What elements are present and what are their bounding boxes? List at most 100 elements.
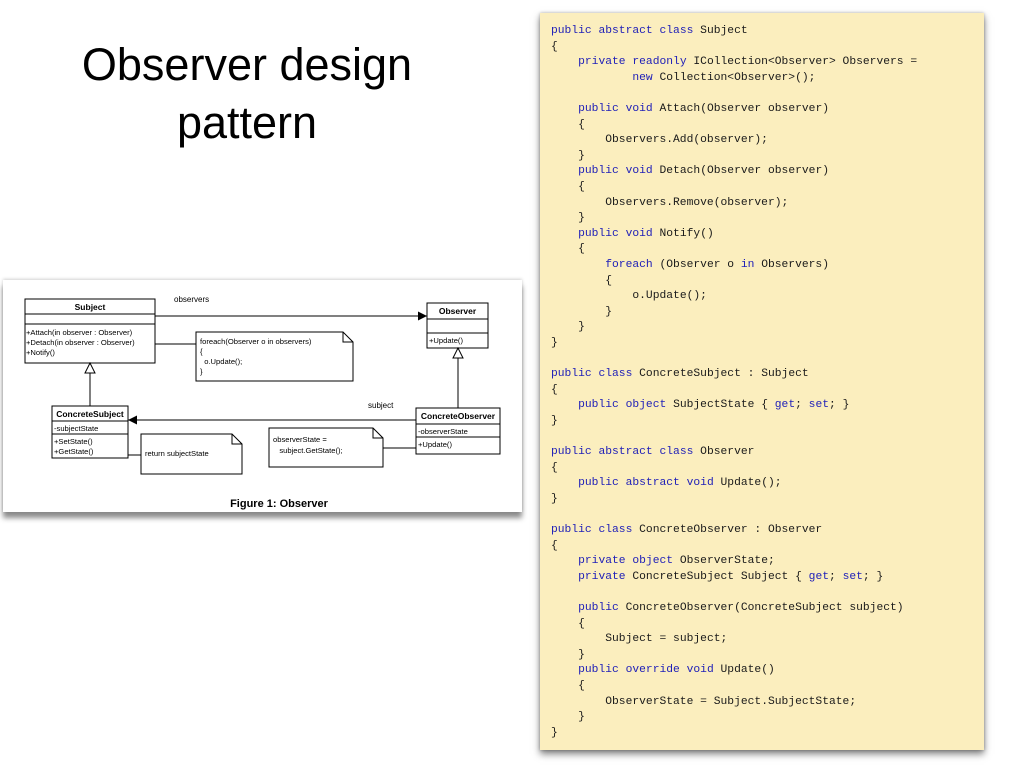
code-keyword: private: [578, 570, 626, 583]
code-line: Observers.Remove(observer);: [605, 196, 789, 209]
code-keyword: public: [578, 477, 619, 490]
code-keyword: public: [578, 601, 619, 614]
code-keyword: private: [578, 56, 626, 69]
code-keyword: private: [578, 555, 626, 568]
concrete-observer-method-update: +Update(): [418, 440, 452, 449]
code-keyword: public: [578, 399, 619, 412]
update-implementation-note: observerState = subject.GetState();: [268, 427, 416, 468]
code-line: Subject = subject;: [605, 633, 728, 646]
notify-note-line-4: }: [200, 367, 203, 376]
concrete-subject-attribute: -subjectState: [54, 424, 98, 433]
code-line: public void Attach(Observer observer): [578, 102, 829, 115]
code-line: }: [551, 305, 613, 318]
code-line: new Collection<Observer>();: [632, 71, 816, 84]
observer-method-update: +Update(): [429, 336, 463, 345]
code-line: }: [551, 149, 585, 162]
code-line: }: [551, 414, 558, 427]
code-keyword: void: [686, 477, 714, 490]
figure-caption: Figure 1: Observer: [230, 498, 329, 510]
concrete-subject-class-box: ConcreteSubject -subjectState +SetState(…: [51, 405, 129, 459]
title-line-2: pattern: [176, 97, 318, 148]
code-line: }: [551, 321, 585, 334]
code-keyword: override: [625, 664, 680, 677]
code-line: public abstract class Observer: [551, 446, 755, 459]
code-keyword: object: [625, 399, 667, 412]
concrete-subject-inheritance-arrow: [84, 361, 96, 406]
code-keyword: abstract: [598, 25, 653, 37]
slide-title: Observer design pattern: [22, 36, 472, 152]
code-line: public class ConcreteSubject : Subject: [551, 368, 809, 381]
code-keyword: public: [578, 227, 619, 240]
code-line: }: [551, 711, 585, 724]
code-keyword: foreach: [605, 258, 653, 271]
uml-class-diagram: Subject +Attach(in observer : Observer) …: [24, 295, 501, 510]
code-line: o.Update();: [632, 290, 707, 303]
uml-diagram-card: Subject +Attach(in observer : Observer) …: [3, 280, 522, 512]
code-keyword: in: [740, 258, 755, 271]
notify-note-line-1: foreach(Observer o in observers): [200, 337, 312, 346]
code-keyword: new: [632, 71, 653, 84]
code-keyword: abstract: [625, 477, 680, 490]
code-line: {: [551, 679, 585, 692]
subject-method-detach: +Detach(in observer : Observer): [26, 338, 135, 347]
code-keyword: public: [551, 25, 592, 37]
code-keyword: class: [659, 446, 694, 459]
getstate-implementation-note: return subjectState: [128, 433, 243, 475]
code-line: }: [551, 492, 558, 505]
code-keyword: void: [625, 227, 653, 240]
code-keyword: get: [808, 570, 830, 583]
observer-class-box: Observer +Update(): [426, 302, 489, 349]
code-line: private readonly ICollection<Observer> O…: [578, 56, 918, 69]
code-line: }: [551, 212, 585, 225]
code-line: {: [551, 274, 613, 287]
code-line: }: [551, 648, 585, 661]
code-keyword: public: [551, 368, 592, 381]
code-keyword: readonly: [632, 56, 687, 69]
concrete-subject-method-setstate: +SetState(): [54, 437, 93, 446]
code-keyword: public: [578, 664, 619, 677]
code-keyword: public: [578, 102, 619, 115]
code-keyword: set: [808, 399, 830, 412]
code-line: Observers.Add(observer);: [605, 134, 768, 147]
notify-note-line-2: {: [200, 347, 203, 356]
code-line: public class ConcreteObserver : Observer: [551, 524, 823, 536]
notify-implementation-note: foreach(Observer o in observers) { o.Upd…: [155, 331, 354, 382]
code-line: }: [551, 336, 558, 349]
code-line: {: [551, 383, 558, 396]
subject-method-notify: +Notify(): [26, 348, 55, 357]
code-line: foreach (Observer o in Observers): [605, 258, 829, 271]
code-keyword: object: [632, 555, 674, 568]
code-line: {: [551, 180, 585, 193]
code-line: {: [551, 118, 585, 131]
subject-association-label: subject: [368, 401, 394, 410]
concrete-observer-class-box: ConcreteObserver -observerState +Update(…: [415, 407, 501, 455]
code-line: {: [551, 243, 585, 256]
concrete-observer-inheritance-arrow: [452, 346, 464, 408]
update-note-line-2: subject.GetState();: [273, 446, 343, 455]
code-line: public void Notify(): [578, 227, 714, 240]
code-line: public abstract void Update();: [578, 477, 782, 490]
code-keyword: public: [578, 165, 619, 178]
code-line: private object ObserverState;: [578, 555, 775, 568]
concrete-subject-method-getstate: +GetState(): [54, 447, 94, 456]
getstate-note-line-1: return subjectState: [145, 449, 209, 458]
csharp-code-block: public abstract class Subject { private …: [551, 24, 917, 741]
subject-method-attach: +Attach(in observer : Observer): [26, 328, 133, 337]
code-line: ObserverState = Subject.SubjectState;: [605, 695, 857, 708]
code-keyword: class: [598, 524, 633, 536]
code-line: {: [551, 461, 558, 474]
concrete-observer-class-name: ConcreteObserver: [421, 411, 496, 421]
code-keyword: class: [659, 25, 694, 37]
observer-class-name: Observer: [439, 306, 477, 316]
code-keyword: void: [625, 165, 653, 178]
code-keyword: set: [842, 570, 863, 583]
concrete-subject-class-name: ConcreteSubject: [56, 409, 124, 419]
subject-class-name: Subject: [75, 302, 106, 312]
code-listing-panel: public abstract class Subject { private …: [540, 13, 984, 750]
title-line-1: Observer design: [81, 39, 413, 90]
code-keyword: public: [551, 524, 592, 536]
code-line: {: [551, 539, 558, 552]
update-note-line-1: observerState =: [273, 435, 327, 444]
subject-class-box: Subject +Attach(in observer : Observer) …: [24, 298, 156, 364]
observers-association-label: observers: [174, 295, 209, 304]
